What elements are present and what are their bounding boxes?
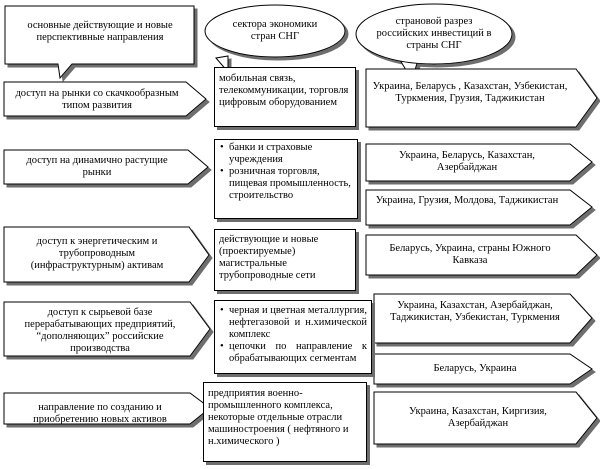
country-label: Украина, Казахстан, Азербайджан, Таджики… [390,300,560,323]
sector-bullet-item: цепочки по направление к обрабатывающих … [220,341,367,365]
sector-box: банки и страховые учреждения розничная т… [214,139,358,219]
country-label: Украина, Казахстан, Киргизия, Азербайджа… [409,406,547,429]
oval-sectors-shape-body [204,4,346,58]
country-label: Украина, Беларусь , Казахстан, Узбекиста… [372,81,568,104]
sector-bullet-list: черная и цветная металлургия, нефтегазов… [219,305,367,365]
country-arrow-shape [373,293,593,344]
country-arrow-shape [365,143,593,182]
direction-arrow-shape [3,226,210,283]
country-arrow-shape [373,391,598,445]
header-callout-text: основные действующие и новые перспективн… [27,20,173,43]
direction-arrow-shape [3,301,211,357]
callout-shape [4,5,195,80]
country-arrow-shape [365,234,598,276]
oval-sectors-text: сектора экономики стран СНГ [232,19,318,42]
country-arrow-shape [373,353,593,385]
country-label: Украина, Грузия, Молдова, Таджикистан [375,195,559,206]
sector-bullet-list: банки и страховые учреждения розничная т… [219,142,353,202]
direction-label: доступ к энергетическим и трубопроводным… [30,236,164,271]
country-label: Беларусь, Украина [433,363,517,374]
sector-bullet-item: черная и цветная металлургия, нефтегазов… [220,305,367,341]
sector-box: действующие и новые (проектируемые) маги… [214,229,356,291]
country-arrow-shape [365,68,598,128]
direction-arrow-shape [3,149,209,185]
direction-label: направление по созданию и приобретению н… [33,402,167,425]
sector-bullet-item: розничная торговля, пищевая промышленнос… [220,166,353,202]
country-label: Беларусь, Украина, страны Южного Кавказа [389,243,551,266]
oval-countries-text: страновой разрез российских инвестиций в… [376,16,492,51]
sector-bullet-item: банки и страховые учреждения [220,142,353,166]
sector-box: черная и цветная металлургия, нефтегазов… [214,300,372,374]
direction-label: доступ на рынки со скачкообразным типом … [15,88,179,111]
country-label: Украина, Беларусь, Казахстан, Азербайджа… [399,150,535,173]
sector-box: предприятия военно-промышленного комплек… [203,382,367,462]
direction-label: доступ на динамично растущие рынки [26,155,168,178]
sector-box: мобильная связь, телекоммуникации, торго… [214,67,356,127]
direction-label: доступ к сырьевой базе перерабатывающих … [24,307,176,354]
country-arrow-shape [365,189,593,226]
direction-arrow-shape [3,392,211,425]
direction-arrow-shape [3,81,207,117]
oval-countries-shape-body [355,3,513,65]
